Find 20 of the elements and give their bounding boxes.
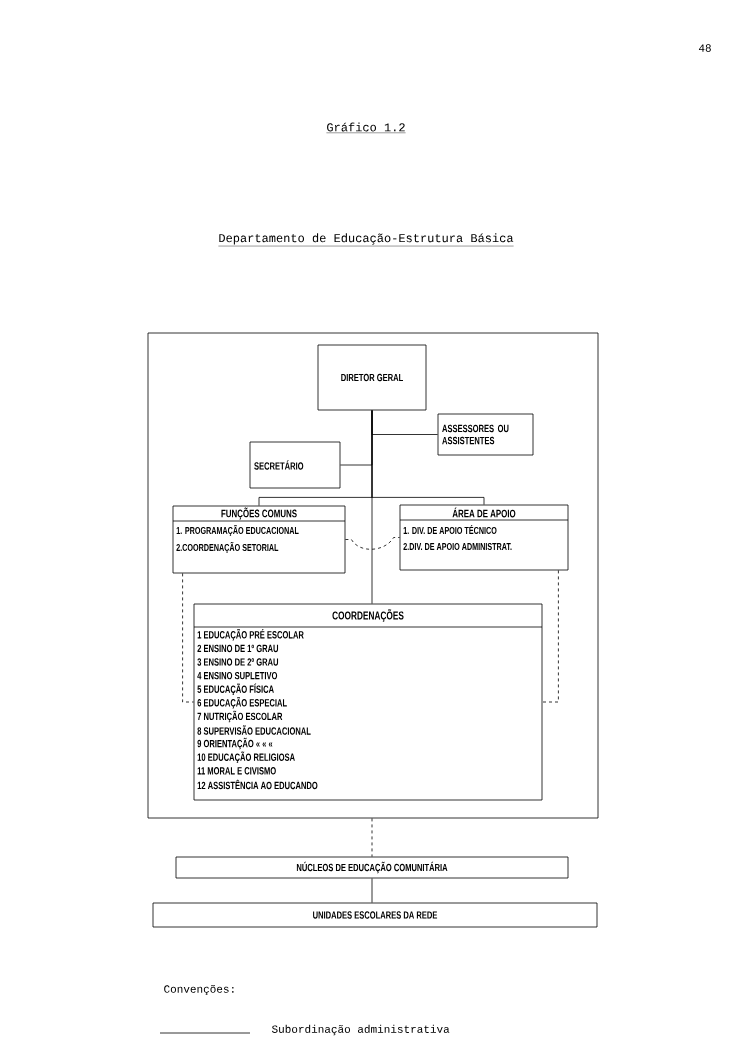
org-box: FUNÇÕES COMUNS 1. PROGRAMAÇÃO EDUCACIONAL 2.COORDENAÇÃO SETORIAL: [172, 505, 346, 574]
title: Gráfico 1.2: [326, 122, 406, 133]
org-box: NÚCLEOS DE EDUCAÇÃO COMUNITÁRIA: [175, 856, 569, 879]
org-box: SECRETÁRIO: [249, 441, 341, 489]
dashed-connector: [345, 537, 400, 550]
dashed-connector: [542, 570, 559, 703]
org-box: COORDENAÇÕES 1 EDUCAÇÃO PRÉ ESCOLAR 2 ENSINO DE 1º GRAU 3 ENSINO DE 2º GRAU 4 ENSINO SUPLETIVO 5 EDUCAÇÃO FÍSICA 6 EDUCAÇÃO ESPECIAL 7 NUTRIÇÃO ESCOLAR 8 SUPERVISÃO EDUCACIONAL 9 ORIENTAÇÃO « « « 10 EDUCAÇÃO RELIGIOSA 11 MORAL E CIVISMO 12 ASSISTÊNCIA AO EDUCANDO: [193, 603, 543, 801]
dashed-connector: [371, 818, 373, 857]
subtitle: Departamento de Educação-Estrutura Básica: [218, 233, 514, 247]
org-box: UNIDADES ESCOLARES DA REDE: [152, 902, 598, 928]
org-box: DIRETOR GERAL: [317, 344, 427, 411]
dashed-connector: [182, 573, 194, 703]
org-box: ÁREA DE APOIO 1. DIV. DE APOIO TÉCNICO 2.DIV. DE APOIO ADMINISTRAT.: [399, 504, 569, 571]
page-number: 48: [698, 44, 711, 52]
legend-heading: Convenções:: [164, 984, 234, 996]
org-box: ASSESSORES OU ASSISTENTES: [437, 413, 534, 456]
legend-entry: Subordinação administrativa: [159, 1024, 450, 1036]
connector-line: [371, 410, 373, 604]
department-frame: [147, 332, 599, 819]
connector-line: [371, 878, 373, 903]
